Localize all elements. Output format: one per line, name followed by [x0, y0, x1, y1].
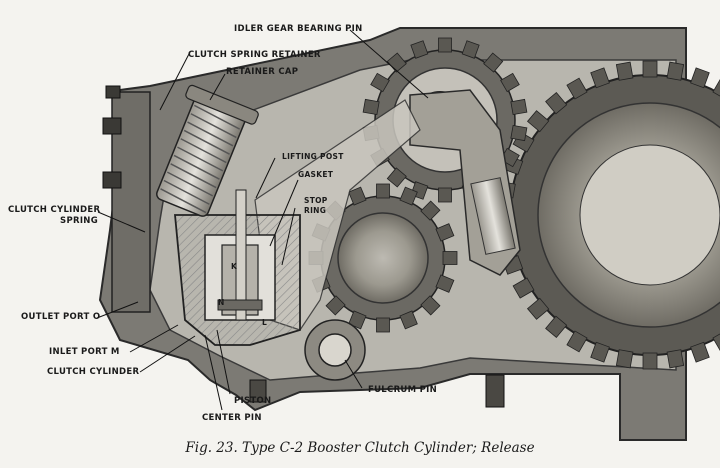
- spring-coil: [160, 188, 207, 214]
- gear-tooth: [348, 186, 367, 206]
- label-lifting-post: LIFTING POST: [282, 152, 344, 161]
- label-clutch-spring-retainer: CLUTCH SPRING RETAINER: [188, 50, 321, 60]
- gear-tooth: [666, 61, 685, 81]
- label-piston: PISTON: [234, 396, 272, 406]
- gear-tooth: [712, 77, 720, 100]
- label-center-pin: CENTER PIN: [202, 413, 262, 423]
- gear-tooth: [590, 67, 610, 89]
- gear-tooth: [512, 277, 535, 299]
- gear-tooth: [483, 52, 504, 73]
- spring-coil: [163, 179, 210, 205]
- gear-tooth: [545, 91, 568, 115]
- gear-tooth: [566, 77, 588, 100]
- gear-tooth: [526, 297, 550, 320]
- gear-tooth: [615, 349, 634, 369]
- gear-tooth: [510, 124, 528, 142]
- spring-coil: [190, 113, 237, 139]
- label-letter-k: K: [231, 262, 238, 271]
- label-inlet-port: INLET PORT M: [49, 347, 120, 357]
- gear-tooth: [712, 330, 720, 353]
- clutch-cylinder-body: [174, 189, 301, 346]
- bottom-boss-left: [249, 379, 267, 403]
- gear-tooth: [386, 167, 407, 188]
- small-gear: [308, 183, 458, 333]
- spring-coil: [170, 163, 217, 189]
- label-outlet-port: OUTLET PORT O: [21, 312, 101, 322]
- gear-tooth: [510, 98, 528, 116]
- gear-tooth: [442, 251, 458, 265]
- gear-tooth: [399, 186, 418, 206]
- label-clutch-cylinder: CLUTCH CYLINDER: [47, 367, 140, 377]
- gear-tooth: [420, 295, 441, 316]
- spring-coil: [193, 104, 241, 130]
- label-clutch-cylinder-spring-line2: SPRING: [60, 216, 98, 226]
- gear-tooth: [666, 349, 685, 369]
- label-stop-ring-line2: RING: [304, 206, 327, 215]
- spring-coil: [183, 129, 230, 155]
- spring-coil: [177, 146, 224, 172]
- gear-tooth: [435, 274, 455, 293]
- gear-tooth: [438, 187, 452, 203]
- gear-tooth: [566, 330, 588, 353]
- gear-tooth: [500, 72, 520, 93]
- gear-tooth: [642, 60, 658, 78]
- spring-coil: [180, 138, 227, 164]
- gear-tooth: [348, 310, 367, 330]
- gear-tooth: [690, 341, 710, 363]
- main-gear: [495, 60, 720, 370]
- gear-tooth: [410, 40, 429, 59]
- gear-tooth: [376, 183, 390, 199]
- gear-tooth: [526, 110, 550, 133]
- label-stop-ring-line1: STOP: [304, 196, 328, 205]
- gear-tooth: [545, 315, 568, 339]
- label-retainer-cap: RETAINER CAP: [226, 67, 299, 77]
- gear-tooth: [370, 72, 390, 93]
- gear-tooth: [438, 37, 452, 53]
- gear-tooth: [376, 317, 390, 333]
- flange-bolts: [102, 85, 122, 189]
- idler-spring: [470, 177, 516, 255]
- spring-coil: [173, 154, 220, 180]
- clutch-spring-assembly: [156, 84, 259, 217]
- fulcrum-pin-shape: [304, 319, 366, 381]
- gear-tooth: [399, 310, 418, 330]
- label-clutch-cylinder-spring-line1: CLUTCH CYLINDER: [8, 205, 101, 215]
- gear-tooth: [615, 61, 634, 81]
- label-idler-gear-bearing-pin: IDLER GEAR BEARING PIN: [234, 24, 363, 34]
- label-letter-l: L: [262, 318, 268, 327]
- gear-tooth: [420, 200, 441, 221]
- spring-coil: [187, 121, 234, 147]
- gear-tooth: [435, 223, 455, 242]
- spring-coil: [166, 171, 214, 197]
- gear-tooth: [690, 67, 710, 89]
- figure-caption: Fig. 23. Type C-2 Booster Clutch Cylinde…: [185, 440, 535, 456]
- label-fulcrum-pin: FULCRUM PIN: [368, 385, 438, 395]
- gear-tooth: [325, 295, 346, 316]
- bottom-boss-right: [485, 374, 505, 408]
- label-letter-n: N: [218, 298, 225, 307]
- gear-tooth: [362, 98, 380, 116]
- gear-tooth: [590, 341, 610, 363]
- label-gasket: GASKET: [298, 170, 334, 179]
- gear-tooth: [642, 352, 658, 370]
- gear-tooth: [461, 40, 480, 59]
- leader-lines: [96, 29, 429, 411]
